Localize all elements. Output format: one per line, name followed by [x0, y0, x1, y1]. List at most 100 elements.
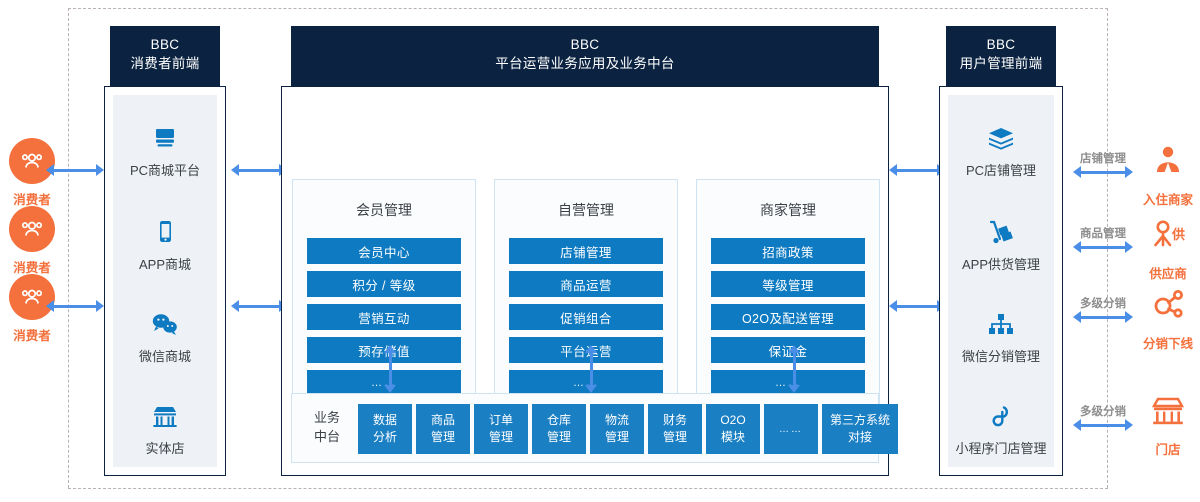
- chip-points-level[interactable]: 积分 / 等级: [307, 271, 461, 297]
- center-panel-header: BBC 平台运营业务应用及业务中台: [291, 26, 879, 86]
- monitor-icon: [113, 113, 217, 153]
- arrow-center-to-backend-1: [889, 164, 945, 176]
- mp-chip-data-analysis[interactable]: 数据分析: [358, 404, 412, 454]
- chip-shop-management[interactable]: 店铺管理: [509, 238, 663, 264]
- users-group-icon: [9, 274, 55, 320]
- connector-label-product-management: 商品管理: [1080, 228, 1126, 240]
- left-panel-title-line1: BBC: [150, 37, 180, 52]
- right-panel-inner: PC店铺管理 APP供货管理: [948, 95, 1054, 467]
- side-item-physical-store[interactable]: 实体店: [113, 391, 217, 457]
- arrow-category1-to-midplatform: [384, 345, 396, 393]
- actor-store: 门店: [1136, 388, 1200, 458]
- side-item-label: 微信商城: [138, 349, 191, 364]
- chip-member-center[interactable]: 会员中心: [307, 238, 461, 264]
- actor-label: 消费者: [13, 261, 51, 275]
- actor-consumer-3: 消费者: [0, 274, 64, 344]
- arrow-backend-to-store: [1073, 419, 1133, 431]
- mp-chip-line2: 管理: [604, 430, 629, 444]
- side-item-wechat-distribution-management[interactable]: 微信分销管理: [948, 299, 1054, 365]
- chip-investment-policy[interactable]: 招商政策: [711, 238, 865, 264]
- middle-platform-title-line1: 业务: [313, 410, 340, 425]
- org-tree-icon: [948, 299, 1054, 339]
- mp-chip-line1: 物流: [604, 413, 629, 427]
- mp-chip-o2o-module[interactable]: O2O 模块: [706, 404, 760, 454]
- left-panel-inner: PC商城平台 APP商城: [113, 95, 217, 467]
- storefront-icon: [113, 391, 217, 431]
- connector-label-multilevel-distribution-1: 多级分销: [1080, 298, 1126, 310]
- mp-chip-warehouse-management[interactable]: 仓库管理: [532, 404, 586, 454]
- side-item-miniprogram-store-management[interactable]: 小程序门店管理: [948, 391, 1054, 457]
- right-panel-body: PC店铺管理 APP供货管理: [939, 86, 1063, 476]
- actor-label: 消费者: [13, 329, 51, 343]
- actor-merchant: 入住商家: [1136, 138, 1200, 208]
- actor-consumer-1: 消费者: [0, 138, 64, 208]
- arrow-backend-to-distributor: [1073, 311, 1133, 323]
- actor-label: 分销下线: [1142, 337, 1193, 351]
- actor-consumer-2: 消费者: [0, 206, 64, 276]
- actor-label: 入住商家: [1142, 193, 1193, 207]
- category-merchant-management: 商家管理 招商政策 等级管理 O2O及配送管理 保证金 ……: [696, 179, 880, 432]
- left-panel-body: PC商城平台 APP商城: [104, 86, 226, 476]
- store-front-icon: [1136, 388, 1200, 434]
- chip-marketing-interaction[interactable]: 营销互动: [307, 304, 461, 330]
- svg-text:供: 供: [1171, 227, 1185, 242]
- right-panel-title-line2: 用户管理前端: [959, 56, 1043, 71]
- mp-chip-logistics-management[interactable]: 物流管理: [590, 404, 644, 454]
- mp-chip-line2: 对接: [847, 430, 872, 444]
- chip-product-operation[interactable]: 商品运营: [509, 271, 663, 297]
- users-group-icon: [9, 138, 55, 184]
- side-item-label: PC商城平台: [129, 163, 201, 178]
- arrow-frontend-to-center-2: [231, 300, 287, 312]
- actor-label: 消费者: [13, 193, 51, 207]
- layers-icon: [948, 113, 1054, 153]
- mobile-phone-icon: [113, 207, 217, 247]
- mp-chip-line1: ……: [779, 423, 803, 435]
- category-title: 自营管理: [558, 202, 614, 218]
- left-panel-title-line2: 消费者前端: [130, 56, 200, 71]
- mp-chip-product-management[interactable]: 商品管理: [416, 404, 470, 454]
- actor-label: 供应商: [1149, 267, 1187, 281]
- side-item-app-supply-management[interactable]: APP供货管理: [948, 207, 1054, 273]
- chip-o2o-delivery[interactable]: O2O及配送管理: [711, 304, 865, 330]
- mp-chip-line2: 管理: [546, 430, 571, 444]
- side-item-wechat-mall[interactable]: 微信商城: [113, 299, 217, 365]
- center-panel-title-line2: 平台运营业务应用及业务中台: [495, 56, 675, 71]
- connector-label-multilevel-distribution-2: 多级分销: [1080, 406, 1126, 418]
- chip-promotion-combo[interactable]: 促销组合: [509, 304, 663, 330]
- mp-chip-line1: 商品: [430, 413, 455, 427]
- side-item-label: 微信分销管理: [961, 349, 1040, 364]
- category-title: 商家管理: [760, 202, 816, 218]
- actor-distributor: 分销下线: [1136, 282, 1200, 352]
- mp-chip-line1: 订单: [488, 413, 513, 427]
- middle-platform-title: 业务 中台: [304, 408, 350, 446]
- mp-chip-line2: 管理: [488, 430, 513, 444]
- middle-platform-title-line2: 中台: [313, 429, 340, 444]
- right-panel-header: BBC 用户管理前端: [946, 26, 1056, 86]
- mp-chip-line2: 模块: [720, 430, 745, 444]
- side-item-label: APP供货管理: [961, 257, 1040, 272]
- mp-chip-finance-management[interactable]: 财务管理: [648, 404, 702, 454]
- arrow-consumer-to-frontend-2: [46, 300, 104, 312]
- side-item-app-mall[interactable]: APP商城: [113, 207, 217, 273]
- merchant-person-icon: [1136, 138, 1200, 184]
- users-group-icon: [9, 206, 55, 252]
- side-item-pc-mall[interactable]: PC商城平台: [113, 113, 217, 179]
- side-item-pc-shop-management[interactable]: PC店铺管理: [948, 113, 1054, 179]
- middle-platform-row: 业务 中台 数据分析 商品管理 订单管理 仓库管理 物流管理 财务管理 O2O 模…: [291, 393, 898, 463]
- mp-chip-order-management[interactable]: 订单管理: [474, 404, 528, 454]
- mp-chip-more[interactable]: ……: [764, 404, 818, 454]
- arrow-category2-to-midplatform: [585, 345, 597, 393]
- right-panel-title-line1: BBC: [986, 37, 1016, 52]
- connector-label-shop-management: 店铺管理: [1080, 153, 1126, 165]
- chip-level-management[interactable]: 等级管理: [711, 271, 865, 297]
- mp-chip-line1: O2O: [720, 413, 746, 427]
- arrow-backend-to-supplier: [1073, 241, 1133, 253]
- side-item-label: PC店铺管理: [965, 163, 1037, 178]
- mini-program-icon: [948, 391, 1054, 431]
- mp-chip-third-party-integration[interactable]: 第三方系统对接: [822, 404, 898, 454]
- mp-chip-line2: 管理: [662, 430, 687, 444]
- mp-chip-line2: 管理: [430, 430, 455, 444]
- side-item-label: 实体店: [145, 441, 185, 456]
- left-panel-header: BBC 消费者前端: [110, 26, 220, 86]
